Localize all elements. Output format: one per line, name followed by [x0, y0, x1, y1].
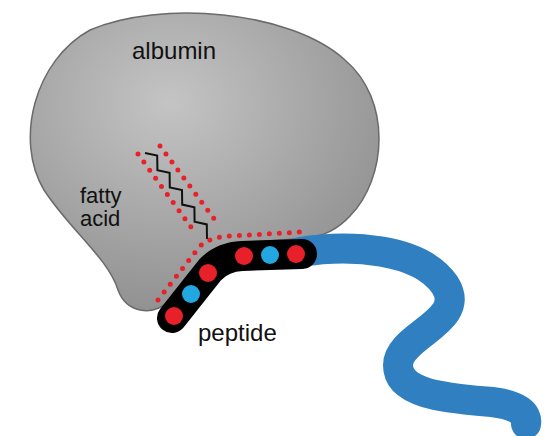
residue-bead	[199, 264, 217, 282]
peptide-binding-segment	[172, 254, 302, 318]
part-label: fatty acid	[80, 184, 150, 230]
residue-bead	[287, 245, 305, 263]
binding-site-dots	[158, 232, 300, 300]
peptide-chain	[300, 249, 526, 424]
binding-site-dots	[138, 154, 196, 234]
residue-bead	[235, 247, 253, 265]
fatty-acid-chain	[145, 153, 207, 239]
residue-bead	[182, 285, 200, 303]
residue-bead	[165, 307, 183, 325]
protein-name: albumin	[132, 38, 216, 63]
albumin-outline	[30, 13, 379, 310]
part-label: peptide	[198, 320, 318, 345]
residue-bead	[261, 246, 279, 264]
binding-site-dots	[160, 146, 218, 224]
